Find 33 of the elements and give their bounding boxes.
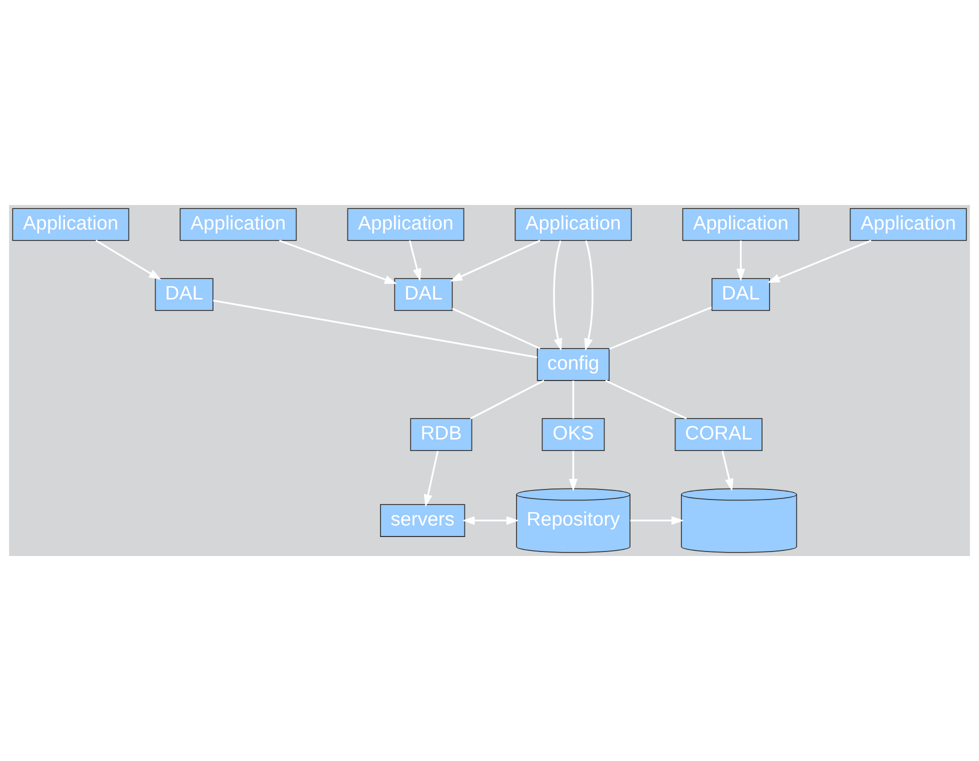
arrow (408, 240, 422, 282)
node-box: Application (12, 208, 130, 241)
node-box: DAL (712, 278, 770, 311)
node-box: Application (347, 208, 464, 241)
node-box: Application (514, 208, 632, 241)
arrow (630, 516, 684, 525)
connector (572, 380, 574, 419)
arrow (736, 240, 746, 282)
arrow (424, 450, 439, 507)
connector (452, 308, 540, 350)
connector (212, 300, 538, 358)
node-box: DAL (394, 278, 453, 311)
connector (470, 380, 544, 420)
arrow (462, 516, 519, 525)
arrow (95, 240, 162, 280)
node-box: config (536, 348, 610, 381)
node-box: Application (850, 208, 967, 241)
arrow (722, 450, 734, 492)
node-box: servers (380, 504, 466, 537)
arrow (568, 450, 578, 492)
node-box: RDB (410, 418, 472, 451)
node-box: OKS (542, 418, 605, 451)
arrow (767, 240, 872, 283)
arrow (553, 240, 562, 351)
node-box: DAL (154, 278, 214, 311)
connector (609, 306, 712, 350)
arrow (584, 240, 594, 351)
node-box: Application (682, 208, 800, 241)
arrow (450, 240, 540, 282)
node-box: Application (180, 208, 297, 241)
node-box: CORAL (674, 418, 762, 451)
connector (605, 380, 687, 420)
arrow (279, 240, 398, 284)
